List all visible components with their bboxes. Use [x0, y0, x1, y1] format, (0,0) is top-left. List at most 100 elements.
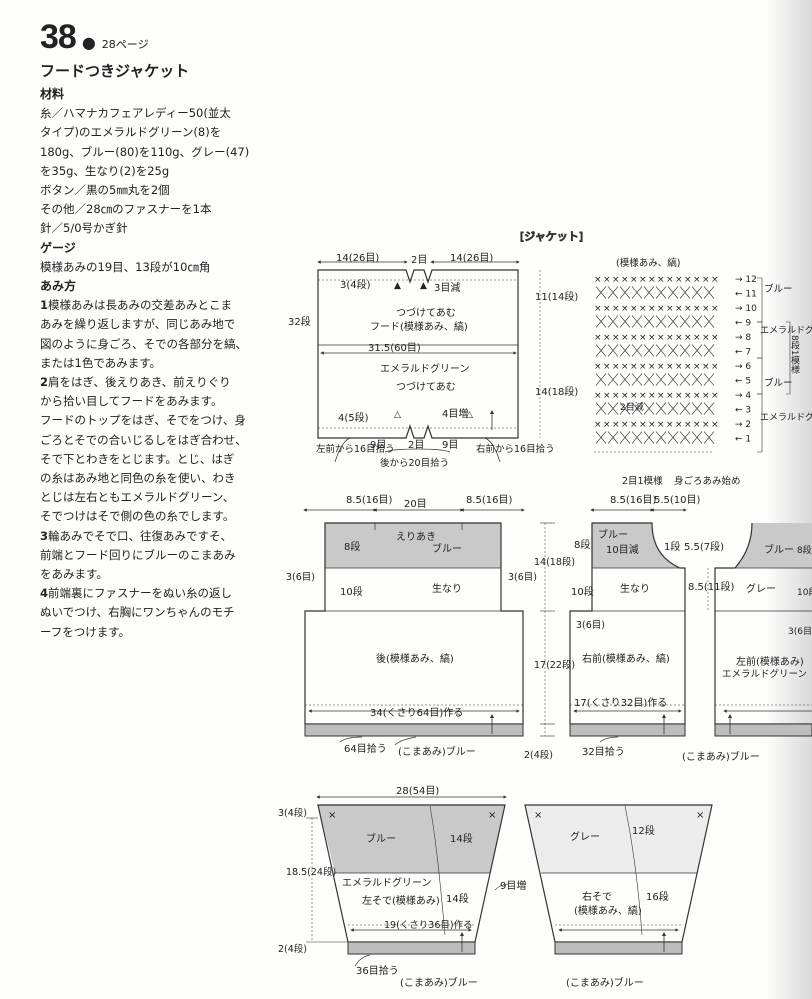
chart-cross-stitch [631, 402, 643, 415]
step-number: 1 [40, 298, 49, 313]
rfront-neck-h: 5.5(7段) [684, 540, 724, 553]
chart-cross-stitch [703, 344, 715, 357]
materials-line: タイプ)のエメラルドグリーン(8)を [40, 125, 222, 140]
hood-pick-right: 右前から16目拾う [476, 443, 555, 455]
back-neck: えりあき [396, 531, 436, 543]
chart-cross-mark: × [603, 391, 611, 401]
chart-cross-mark: × [693, 362, 701, 372]
chart-row-label: ← 9 [735, 319, 751, 329]
lsleeve-rows-edge: 2(4段) [278, 943, 307, 955]
chart-cross-mark: × [648, 333, 656, 343]
lfront-rows-gray: 10段 [797, 586, 812, 598]
pattern-title: フードつきジャケット [40, 62, 190, 80]
rfront-rows-blue: 8段 [574, 538, 590, 551]
chart-dec: 2目減 [620, 401, 644, 413]
chart-cross-mark: × [639, 391, 647, 401]
chart-row-label: ← 1 [735, 435, 751, 445]
back-w-mid: 20目 [404, 499, 427, 510]
chart-cross-stitch [607, 431, 619, 444]
chart-cross-mark: × [666, 391, 674, 401]
chart-cross-stitch [703, 431, 715, 444]
instructions-column: 材料 糸／ハマナカフェアレディー50(並太 タイプ)のエメラルドグリーン(8)を… [40, 85, 280, 642]
chart-cross-stitch [595, 373, 607, 386]
chart-cross-stitch [607, 373, 619, 386]
lfront-label: 左前(模様あみ) [736, 655, 804, 668]
chart-cross-stitch [691, 373, 703, 386]
page-edge-shadow [766, 0, 812, 999]
chart-cross-stitch [607, 315, 619, 328]
back-rows-kinari: 10段 [340, 585, 363, 598]
back-w-left: 8.5(16目) [346, 495, 393, 506]
hood-inc: 4目増 [442, 407, 468, 420]
lsleeve-rows-top: 3(4段) [278, 807, 307, 819]
chart-cross-stitch [679, 315, 691, 328]
chart-cross-stitch [691, 344, 703, 357]
hood-bot-mid: 2目 [408, 440, 424, 451]
chart-cross-stitch [619, 402, 631, 415]
rfront-pick: 32目拾う [582, 745, 625, 758]
chart-cross-stitch [703, 402, 715, 415]
chart-cross-mark: × [657, 275, 665, 285]
step-number: 2 [40, 375, 49, 390]
chart-cross-stitch [631, 431, 643, 444]
hood-pick-left: 左前から16目拾う [316, 443, 395, 455]
materials-line: 糸／ハマナカフェアレディー50(並太 [40, 106, 231, 121]
chart-cross-mark: × [693, 275, 701, 285]
page-reference: 28ページ [101, 38, 149, 51]
hood-top-left: 14(26目) [336, 253, 379, 264]
chart-cross-mark: × [684, 275, 692, 285]
rfront-h-mid: 8.5(11段) [688, 580, 735, 593]
rsleeve-label: (模様あみ、縞) [574, 904, 642, 917]
chart-cross-mark: × [621, 391, 629, 401]
method-line: 前端とフード回りにブルーのこまあみ [40, 547, 236, 562]
hood-piece [317, 260, 541, 463]
chart-cross-stitch [595, 286, 607, 299]
chart-cross-stitch [607, 344, 619, 357]
chart-cross-mark: × [702, 333, 710, 343]
back-side: 3(6目) [286, 572, 315, 583]
hood-side: 32段 [288, 315, 311, 328]
chart-cross-mark: × [711, 333, 719, 343]
right-sleeve-piece [524, 804, 713, 955]
back-h-bottom: 17(22段) [534, 659, 575, 671]
method-line: あみを繰り返しますが、同じあみ地で [40, 317, 236, 332]
chart-cross-stitch [631, 344, 643, 357]
materials-line: を35g、生なり(2)を25g [40, 163, 170, 178]
materials-line: ボタン／黒の5㎜丸を2個 [40, 183, 170, 198]
rsleeve-rows-gray: 12段 [632, 824, 655, 837]
chart-cross-stitch [631, 286, 643, 299]
chart-color-blue: ブルー [764, 377, 793, 389]
chart-cross-mark: × [711, 420, 719, 430]
chart-cross-mark: × [675, 333, 683, 343]
chart-cross-mark: × [612, 420, 620, 430]
back-label: 後(模様あみ、縞) [376, 652, 454, 665]
chart-cross-stitch [619, 373, 631, 386]
chart-cross-mark: × [657, 391, 665, 401]
chart-foot-right: 身ごろあみ始め [674, 475, 741, 487]
chart-cross-mark: × [594, 391, 602, 401]
chart-cross-mark: × [684, 391, 692, 401]
rfront-w-right: 5.5(10目) [654, 495, 701, 506]
lsleeve-cast: 19(くさり36目)作る [384, 919, 473, 931]
back-kinari: 生なり [432, 582, 462, 595]
hood-height-bottom: 14(18段) [535, 385, 578, 398]
lfront-blue: ブルー [764, 543, 794, 556]
method-line: ーフをつけます。 [40, 624, 131, 639]
chart-cross-stitch [667, 431, 679, 444]
rsleeve-rows-side: 16段 [646, 890, 669, 903]
chart-cross-stitch [667, 286, 679, 299]
back-h-edge: 2(4段) [524, 749, 553, 761]
chart-cross-stitch [643, 402, 655, 415]
method-line: フードのトップをはぎ、そでをつけ、身 [40, 413, 246, 428]
chart-cross-stitch [643, 431, 655, 444]
cross-mark-icon: × [534, 810, 542, 821]
chart-cross-mark: × [693, 420, 701, 430]
method-step-1-line: 1模様あみは長あみの交差あみとこま [40, 298, 233, 313]
chart-cross-stitch [679, 431, 691, 444]
back-side-r: 3(6目) [508, 572, 537, 583]
chart-cross-mark: × [648, 304, 656, 314]
chart-cross-mark: × [630, 275, 638, 285]
chart-cross-stitch [679, 373, 691, 386]
materials-line: その他／28㎝のファスナーを1本 [40, 202, 212, 217]
